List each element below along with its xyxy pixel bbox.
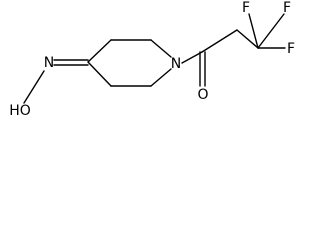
- bond-cf-top-right: [257, 13, 285, 49]
- bond-c2-n-top: [150, 39, 172, 58]
- hydroxyl-label: HO: [9, 103, 31, 119]
- atom-labels: HO N N O F F F: [9, 0, 295, 119]
- bond-carbonyl-ch2: [201, 29, 238, 53]
- fluorine-top-left-label: F: [242, 0, 250, 16]
- bond-n-oh: [23, 70, 45, 104]
- bond-n-carbonyl: [181, 51, 203, 64]
- oxime-nitrogen-label: N: [44, 55, 54, 71]
- bond-n-c6-bottom: [150, 68, 172, 87]
- fluorine-right-label: F: [287, 41, 295, 57]
- bond-cf-top-left: [248, 13, 259, 49]
- molecule-structure: HO N N O F F F: [9, 0, 295, 119]
- bond-ch2-cf3: [236, 29, 259, 49]
- bond-group: [23, 13, 286, 104]
- bond-c4-c3-top: [87, 39, 112, 63]
- ring-nitrogen-label: N: [171, 56, 181, 72]
- fluorine-top-right-label: F: [283, 0, 291, 16]
- carbonyl-oxygen-label: O: [197, 87, 208, 103]
- bond-c5-c4-bottom: [87, 61, 112, 87]
